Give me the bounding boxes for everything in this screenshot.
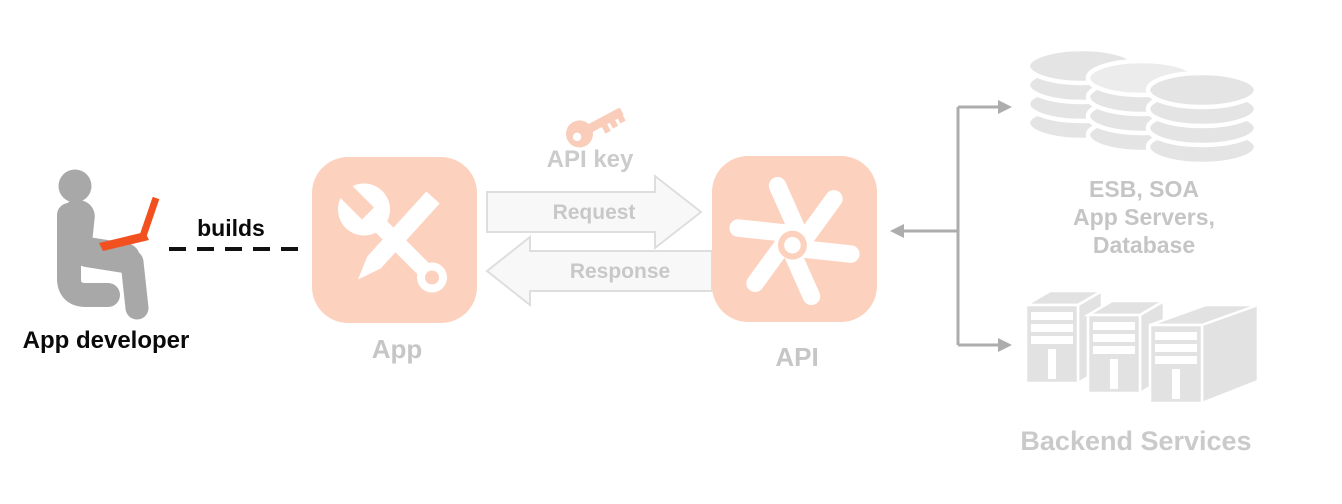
server-towers-icon bbox=[1021, 288, 1260, 405]
esb-systems-label: ESB, SOA App Servers, Database bbox=[1024, 175, 1264, 259]
database-cylinder-right bbox=[1145, 70, 1259, 165]
builds-label: builds bbox=[197, 215, 265, 241]
request-response-arrows bbox=[485, 173, 713, 307]
esb-systems-line3: Database bbox=[1092, 232, 1196, 258]
api-backend-connector bbox=[890, 100, 1012, 352]
wrench-and-pencil-icon bbox=[330, 175, 447, 293]
api-key-icon bbox=[565, 108, 626, 148]
seated-person-icon bbox=[57, 169, 149, 320]
response-arrow bbox=[485, 234, 713, 307]
arrowhead-to-api bbox=[890, 224, 904, 238]
api-node bbox=[712, 156, 877, 322]
server-tower-left bbox=[1021, 288, 1107, 386]
request-label: Request bbox=[552, 201, 636, 224]
esb-systems-line2: App Servers, bbox=[1073, 204, 1215, 230]
database-stack-icon bbox=[1025, 46, 1259, 165]
esb-systems-line1: ESB, SOA bbox=[1089, 176, 1199, 202]
api-node-label: API bbox=[775, 342, 819, 372]
chair-shape bbox=[57, 203, 120, 307]
api-key-label: API key bbox=[546, 146, 634, 173]
arrowhead-to-servers bbox=[998, 338, 1012, 352]
builds-dashed-line bbox=[169, 247, 301, 251]
app-developer-label: App developer bbox=[22, 327, 190, 354]
backend-services-label: Backend Services bbox=[1020, 426, 1252, 456]
pinwheel-gear-icon bbox=[729, 177, 860, 306]
arrowhead-to-databases bbox=[998, 100, 1012, 114]
response-label: Response bbox=[569, 260, 671, 283]
request-arrow bbox=[486, 173, 703, 251]
app-node-label: App bbox=[371, 334, 423, 364]
app-node bbox=[312, 157, 477, 323]
app-developer-icon bbox=[57, 169, 160, 320]
server-tower-right bbox=[1148, 303, 1260, 405]
laptop-icon bbox=[99, 196, 160, 251]
